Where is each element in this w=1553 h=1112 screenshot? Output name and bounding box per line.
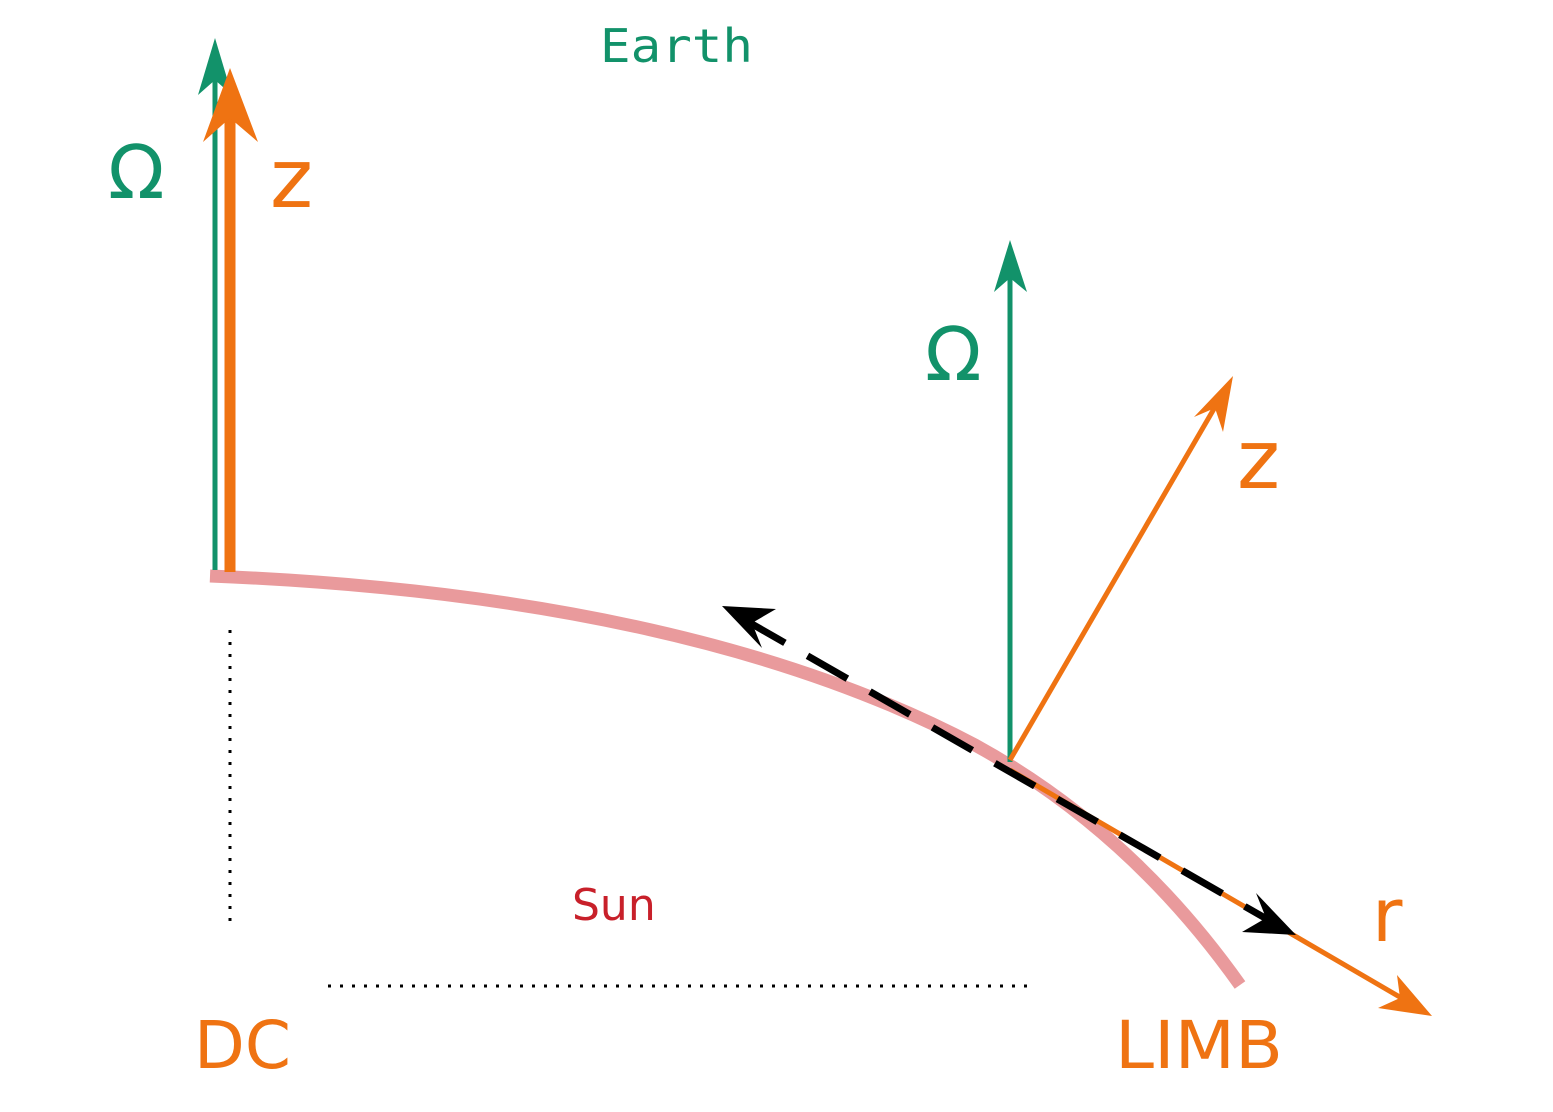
r-arrowhead-limb (1378, 975, 1432, 1016)
z-label-limb: z (1237, 413, 1280, 508)
dashed-line-of-sight-arrow (743, 616, 1274, 926)
z-arrowhead-center (203, 68, 258, 142)
limb-label: LIMB (1115, 1007, 1283, 1084)
omega-arrowhead-center (198, 38, 232, 95)
omega-label-limb: Ω (925, 312, 982, 398)
z-axis-limb-arrow (1007, 393, 1225, 762)
dashed-arrowhead-upper-left (722, 606, 776, 648)
omega-label-center: Ω (108, 130, 165, 216)
omega-arrowhead-limb (994, 240, 1027, 292)
r-label-limb: r (1372, 873, 1403, 959)
earth-label: Earth (600, 19, 753, 73)
z-arrowhead-limb (1194, 376, 1233, 432)
sun-label: Sun (572, 880, 656, 931)
sun-surface-arc (209, 569, 1246, 989)
z-label-center: z (270, 132, 313, 227)
dc-label: DC (194, 1007, 291, 1084)
dashed-arrowhead-lower-right (1242, 893, 1296, 935)
